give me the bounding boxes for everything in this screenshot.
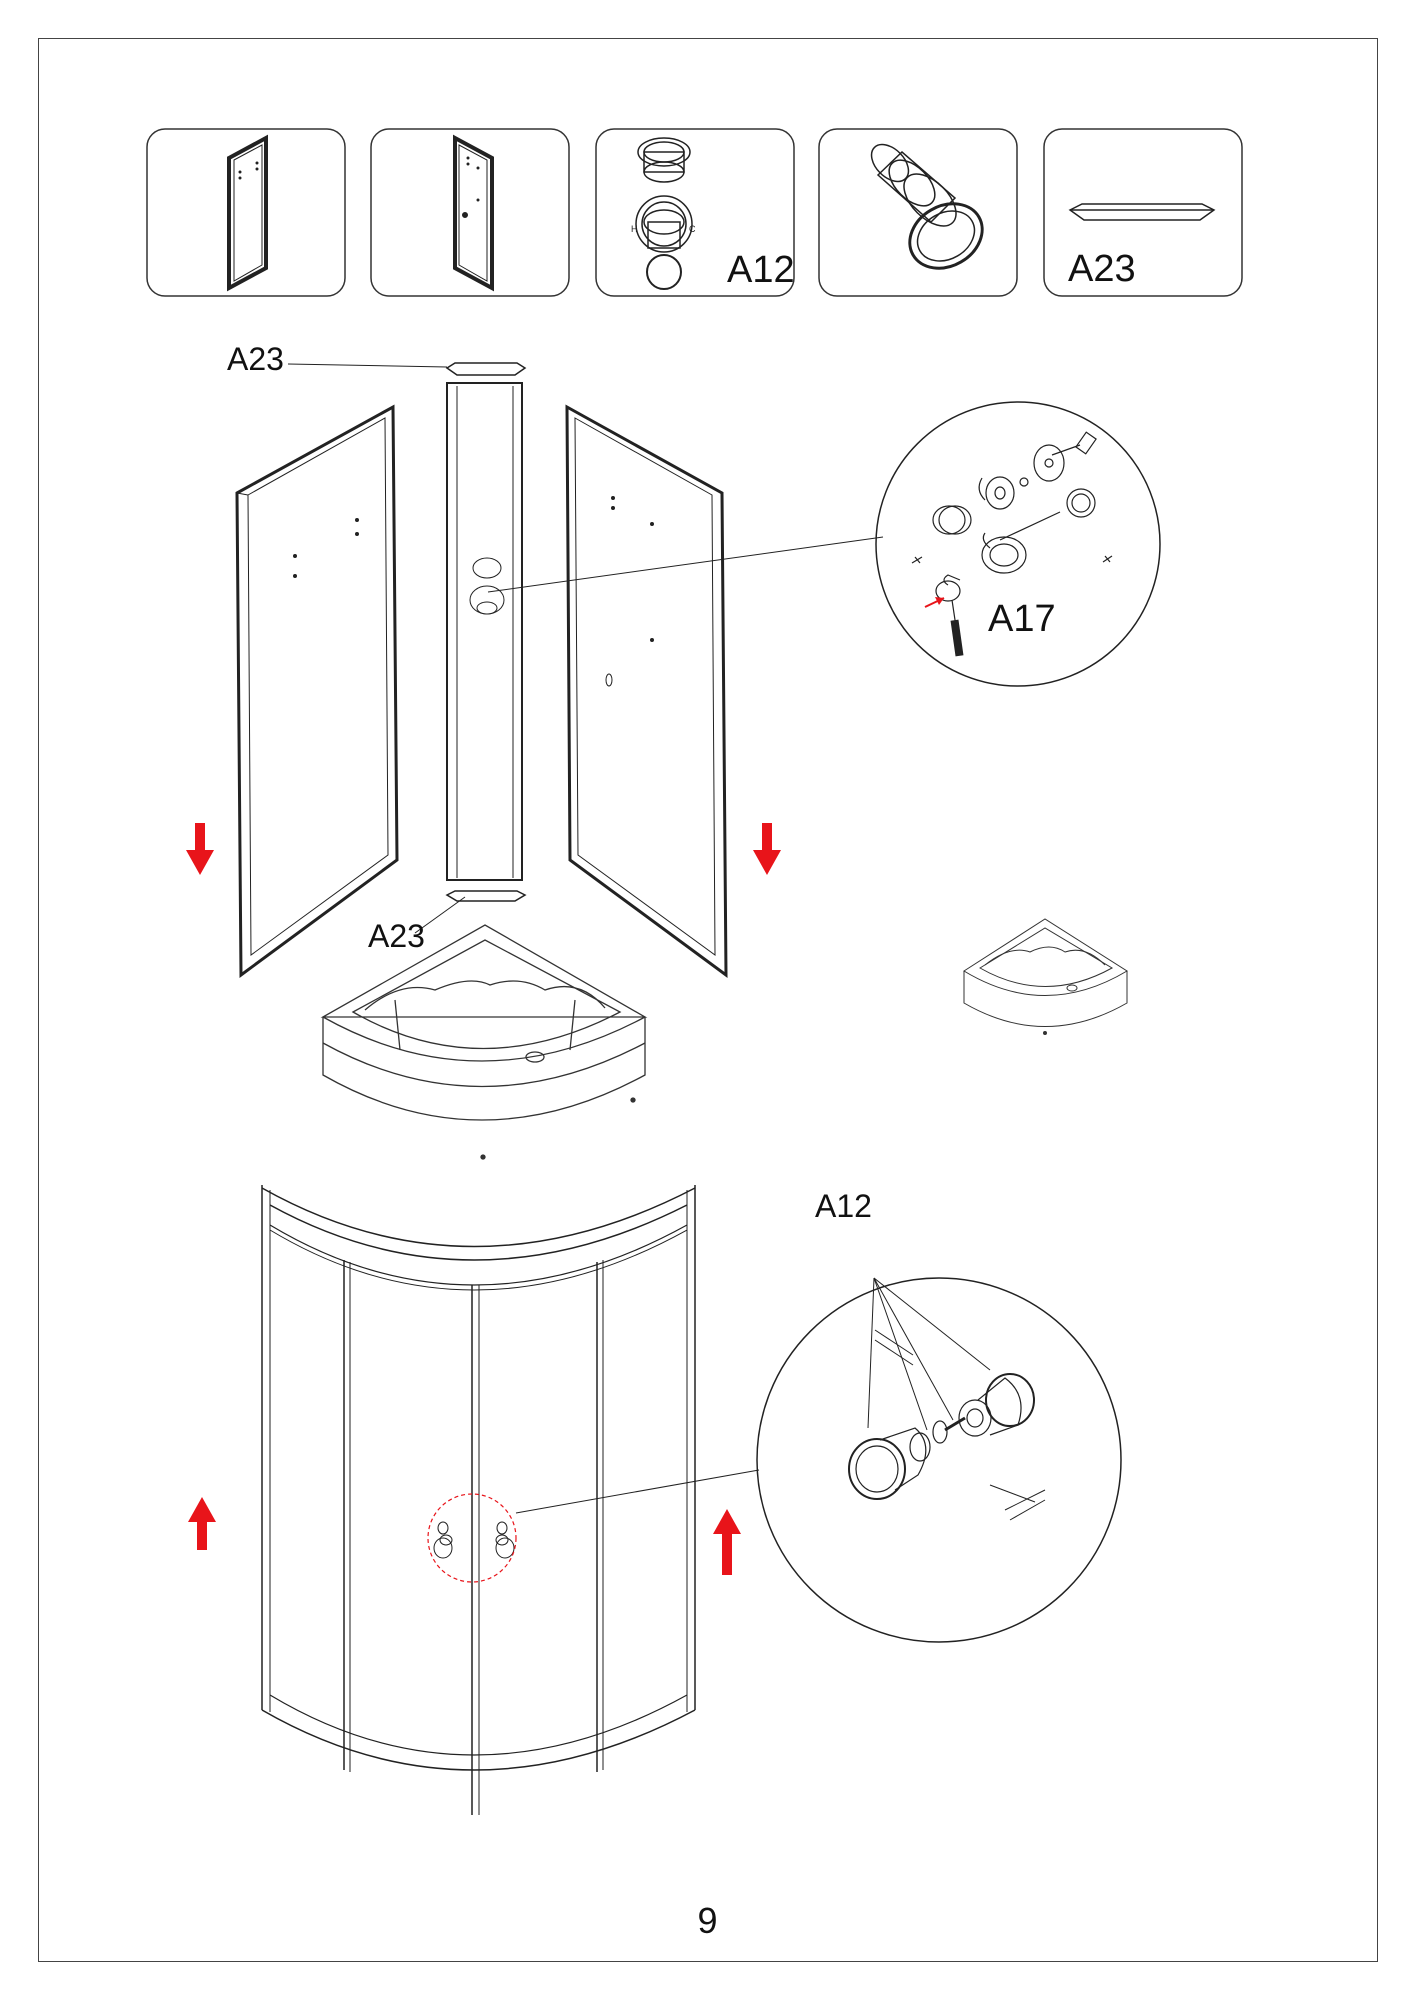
left-glass-panel-icon [227,134,268,292]
right-glass-panel-icon [453,134,494,292]
stage2-enclosure [261,1185,760,1815]
down-arrow-right [753,823,781,875]
part-box-single-knob [818,128,1018,297]
svg-text:C: C [689,224,696,234]
part-label-knob-set: A12 [727,249,795,291]
stage1-center-column [446,382,523,881]
mixer-detail-label: A17 [988,598,1056,640]
bottom-cap-label: A23 [368,918,425,954]
stage1-shower-tray [320,924,648,1160]
mixer-detail-callout [875,401,1161,687]
door-knob-detail-label: A12 [815,1188,872,1224]
page-number: 9 [697,1900,718,1941]
up-arrow-left [188,1497,216,1550]
stage1-bottom-cap [445,890,527,902]
knob-detail-callout [756,1277,1122,1643]
stage1-left-panel [235,404,399,978]
page-frame [38,38,1378,1962]
stage1-leader-lines [287,363,884,934]
svg-text:H: H [631,224,638,234]
top-cap-label: A23 [227,341,284,377]
part-box-knob-set [595,128,795,297]
up-arrow-right [713,1509,741,1575]
stage1-down-arrows [186,823,781,875]
part-box-end-cap [1043,128,1243,297]
single-knob-icon [870,143,984,270]
stage1-top-cap [445,362,527,376]
down-arrow-left [186,823,214,875]
knob-set-icon: H C [631,137,696,290]
end-cap-icon [1068,203,1216,221]
stage1-right-panel [565,404,728,978]
part-box-left-panel [146,128,346,297]
stage2-up-arrows [188,1497,741,1575]
part-box-right-panel [370,128,570,297]
small-shower-tray [963,918,1128,1035]
part-label-end-cap: A23 [1068,248,1136,290]
parts-row [146,128,1243,297]
